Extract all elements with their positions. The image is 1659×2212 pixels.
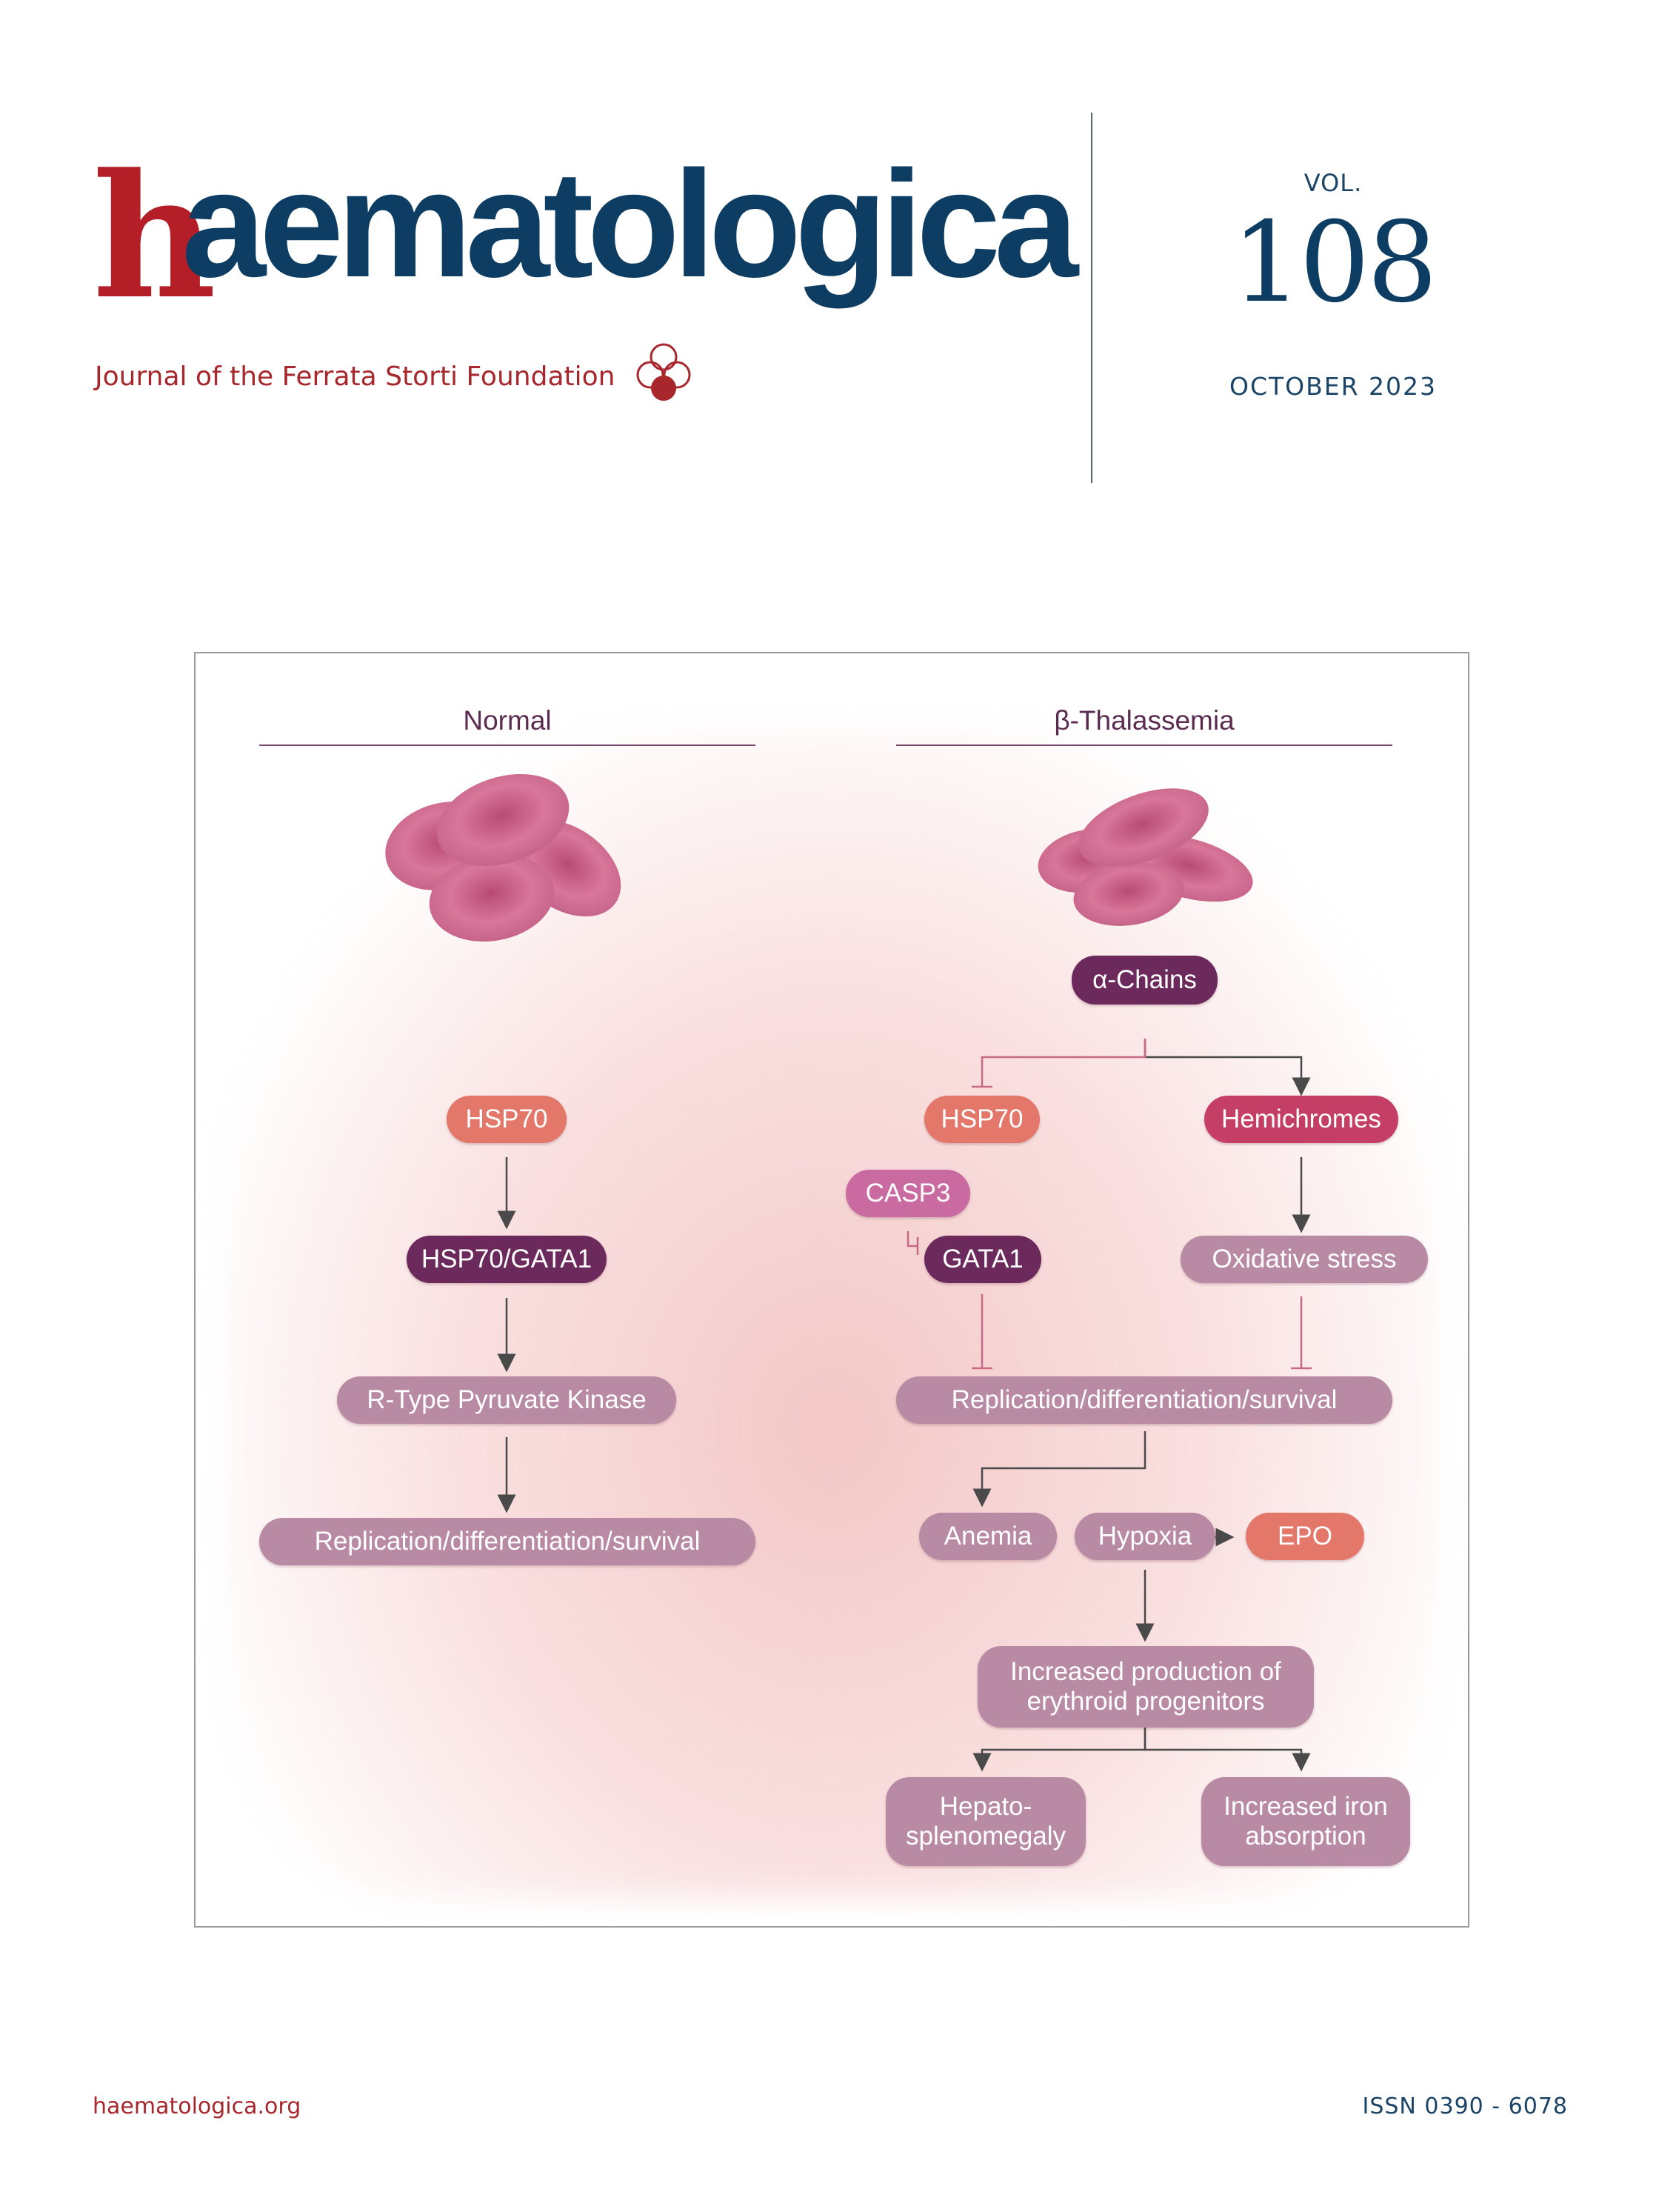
hypoxia-node: Hypoxia: [1075, 1513, 1215, 1560]
normal-hsp70-gata1-node: HSP70/GATA1: [407, 1236, 607, 1283]
thal-hsp70-node: HSP70: [924, 1096, 1040, 1143]
logo-initial: h: [93, 137, 216, 337]
website-link[interactable]: haematologica.org: [93, 2093, 301, 2119]
normal-replication-node: Replication/differentiation/survival: [259, 1518, 755, 1565]
increased-production-node: Increased production of erythroid progen…: [978, 1646, 1314, 1728]
journal-logo: aematologica: [181, 139, 1078, 309]
hepatosplenomegaly-line1: Hepato-: [939, 1791, 1032, 1821]
normal-title-rule: [259, 744, 755, 746]
thalassemia-title: β-Thalassemia: [1054, 705, 1235, 736]
foundation-logo-icon: [636, 343, 691, 401]
volume-label: VOL.: [1304, 169, 1363, 197]
casp3-node: CASP3: [846, 1170, 970, 1217]
cover-figure: Normal β-Thalassemia: [194, 652, 1469, 1928]
iron-absorption-node: Increased iron absorption: [1201, 1777, 1410, 1866]
normal-pyruvate-kinase-node: R-Type Pyruvate Kinase: [337, 1376, 676, 1424]
gata1-node: GATA1: [924, 1236, 1041, 1283]
hepatosplenomegaly-line2: splenomegaly: [906, 1822, 1066, 1850]
epo-node: EPO: [1246, 1513, 1364, 1560]
volume-number: 108: [1231, 199, 1438, 327]
normal-title: Normal: [463, 705, 552, 736]
increased-production-line1: Increased production of: [1010, 1656, 1281, 1686]
anemia-node: Anemia: [919, 1513, 1057, 1560]
normal-red-cells-icon: [385, 773, 621, 942]
hemichromes-node: Hemichromes: [1204, 1096, 1398, 1143]
iron-absorption-line1: Increased iron: [1224, 1791, 1388, 1821]
hepatosplenomegaly-node: Hepato- splenomegaly: [886, 1777, 1086, 1866]
thalassemia-title-rule: [896, 744, 1392, 746]
thal-replication-node: Replication/differentiation/survival: [896, 1376, 1392, 1424]
increased-production-line2: erythroid progenitors: [1027, 1687, 1265, 1716]
issue-date: OCTOBER 2023: [1229, 372, 1438, 401]
oxidative-stress-node: Oxidative stress: [1181, 1236, 1428, 1283]
masthead-divider: [1091, 113, 1092, 483]
issn: ISSN 0390 - 6078: [1362, 2093, 1568, 2119]
alpha-chains-node: α-Chains: [1072, 956, 1218, 1005]
pathway-arrows: [497, 1039, 1312, 1772]
thalassemia-red-cells-icon: [1038, 788, 1253, 926]
iron-absorption-line2: absorption: [1245, 1822, 1366, 1850]
tagline: Journal of the Ferrata Storti Foundation: [95, 362, 615, 392]
normal-hsp70-node: HSP70: [447, 1096, 567, 1143]
